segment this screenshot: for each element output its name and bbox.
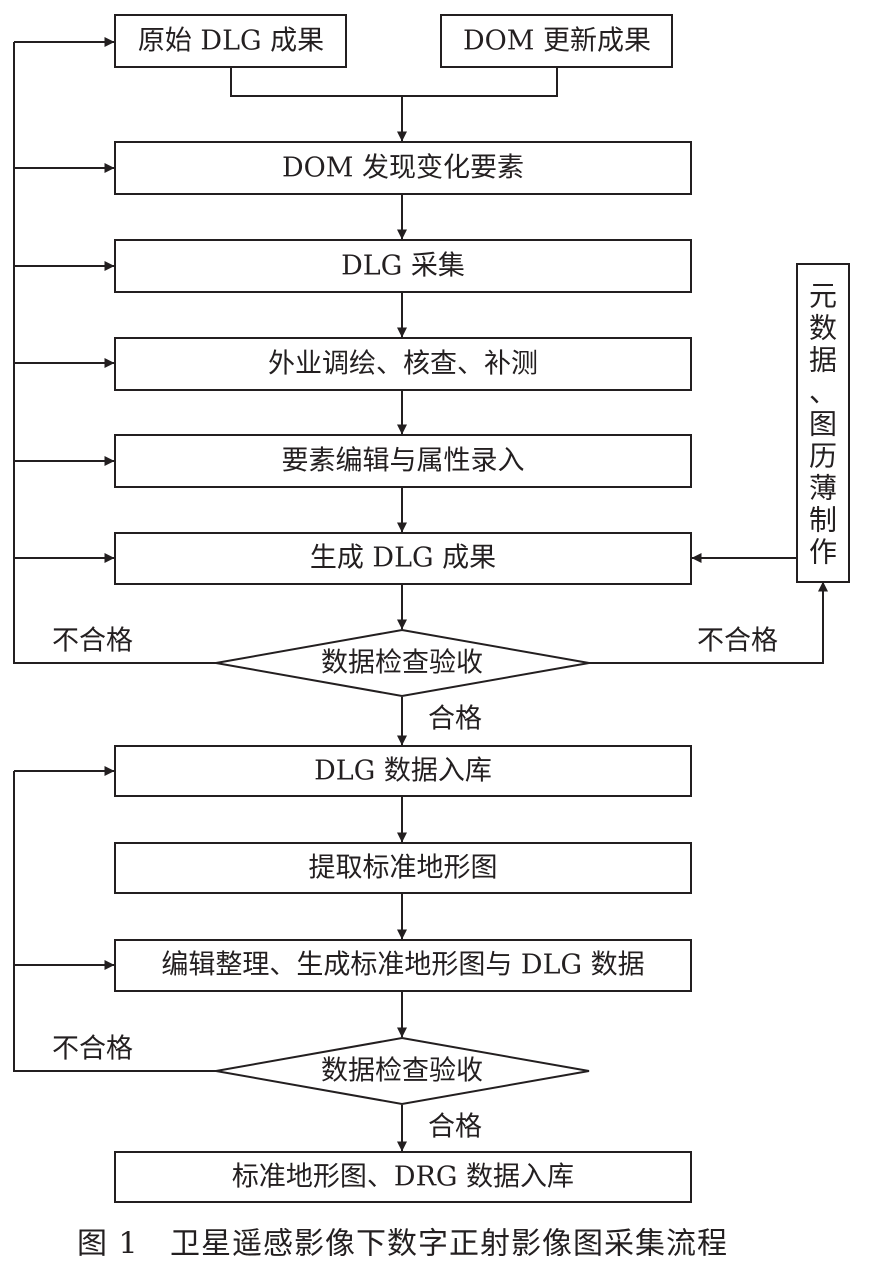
decision-check-1-label: 数据检查验收 <box>321 648 483 679</box>
box-metadata-char: 薄 <box>809 472 837 505</box>
figure-title: 卫星遥感影像下数字正射影像图采集流程 <box>170 1227 728 1262</box>
box-metadata-char: 、 <box>809 376 837 409</box>
box-metadata-char: 图 <box>809 408 837 441</box>
box-metadata <box>796 263 850 583</box>
box-extract-map-label: 提取标准地形图 <box>309 853 498 884</box>
box-field-survey <box>114 337 692 391</box>
label-pass-1: 合格 <box>428 704 482 735</box>
box-dlg-store <box>114 745 692 797</box>
box-dlg-collect <box>114 239 692 293</box>
feedback-loop-right <box>589 581 828 664</box>
label-pass-2: 合格 <box>428 1112 482 1143</box>
box-extract-map <box>114 842 692 894</box>
connector-dom-update <box>402 67 558 97</box>
decision-check-2 <box>215 1036 590 1106</box>
box-final-store <box>114 1151 692 1203</box>
label-fail-right-1: 不合格 <box>697 626 778 657</box>
feedback-loop-left-2 <box>13 771 216 1072</box>
feedback-loop-left-1 <box>13 42 216 664</box>
box-generate-dlg <box>114 532 692 585</box>
label-fail-left-2: 不合格 <box>52 1034 133 1065</box>
connector-original-dlg <box>230 67 402 97</box>
box-metadata-char: 制 <box>809 504 837 537</box>
box-original-dlg <box>114 14 347 68</box>
box-metadata-char: 数 <box>809 312 837 345</box>
box-edit-generate-label: 编辑整理、生成标准地形图与 DLG 数据 <box>161 950 644 981</box>
box-field-survey-label: 外业调绘、核查、补测 <box>268 349 538 380</box>
box-metadata-char: 据 <box>809 344 837 377</box>
box-metadata-char: 作 <box>809 536 837 569</box>
box-metadata-char: 历 <box>809 440 837 473</box>
box-dom-update <box>440 14 673 68</box>
box-original-dlg-label: 原始 DLG 成果 <box>138 26 324 57</box>
box-dom-changes <box>114 141 692 195</box>
box-dlg-store-label: DLG 数据入库 <box>314 756 492 787</box>
box-dlg-collect-label: DLG 采集 <box>341 251 465 282</box>
box-edit-generate <box>114 939 692 992</box>
box-dom-changes-label: DOM 发现变化要素 <box>282 153 524 184</box>
box-dom-update-label: DOM 更新成果 <box>463 26 651 57</box>
figure-number: 图 1 <box>77 1227 139 1262</box>
box-metadata-char: 元 <box>809 280 837 313</box>
decision-check-2-label: 数据检查验收 <box>321 1056 483 1087</box>
box-feature-edit-label: 要素编辑与属性录入 <box>282 446 525 477</box>
label-fail-left-1: 不合格 <box>52 626 133 657</box>
box-generate-dlg-label: 生成 DLG 成果 <box>310 543 496 574</box>
box-final-store-label: 标准地形图、DRG 数据入库 <box>232 1162 574 1193</box>
box-feature-edit <box>114 434 692 488</box>
decision-check-1 <box>215 628 590 698</box>
